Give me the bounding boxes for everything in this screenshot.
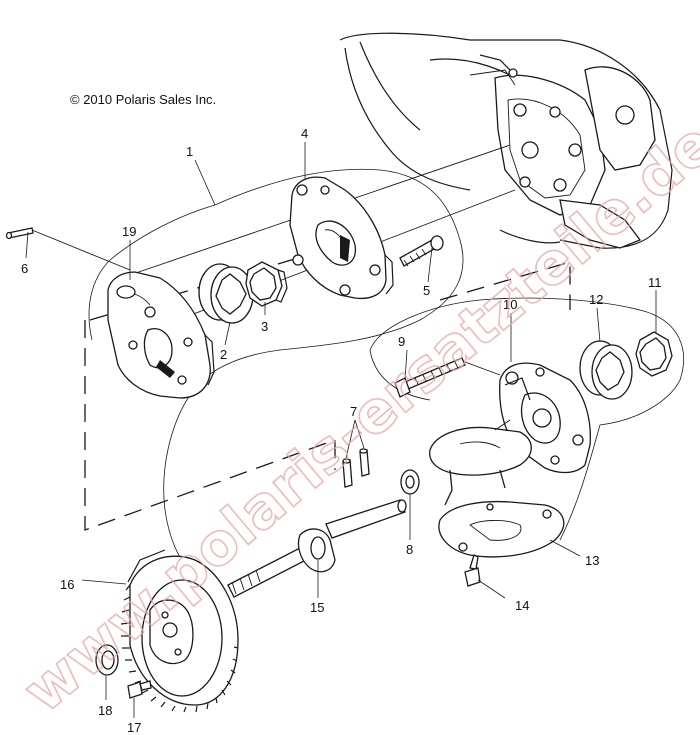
inner-rotor-3 [245,261,288,307]
label-1: 1 [186,144,193,159]
label-3: 3 [261,319,268,334]
copyright-text: © 2010 Polaris Sales Inc. [70,92,216,107]
bolt-9 [394,357,501,398]
pins-7 [342,448,370,488]
assembly-outline-1 [163,168,464,591]
label-17: 17 [127,720,141,735]
engine-case [339,32,673,249]
pickup-tube [429,419,532,506]
drive-shaft-15 [227,499,407,598]
outer-rotor-2 [198,263,254,324]
screw-17 [127,680,152,699]
label-4: 4 [301,126,308,141]
label-5: 5 [423,283,430,298]
label-15: 15 [310,600,324,615]
inner-rotor-11 [635,331,673,377]
dowel-pin-6 [5,227,131,271]
pickup-screen-13 [438,500,565,558]
screw-14 [464,554,481,587]
dashed-boundary-right [439,261,571,310]
label-8: 8 [406,542,413,557]
part-labels: 1 2 3 4 5 6 7 8 9 10 11 12 13 14 15 16 1… [21,126,662,735]
pump-plate-4 [289,176,394,300]
label-19: 19 [122,224,136,239]
dashed-boundary-left [84,320,336,531]
label-2: 2 [220,347,227,362]
label-7: 7 [350,404,357,419]
label-10: 10 [503,297,517,312]
washer-18 [95,644,119,676]
screw-5 [399,235,444,267]
assembly-outline-10b [369,349,431,401]
label-12: 12 [589,292,603,307]
label-6: 6 [21,261,28,276]
label-14: 14 [515,598,529,613]
drive-gear-16 [120,549,239,713]
outer-rotor-12 [579,340,633,400]
washer-8 [400,469,420,495]
label-16: 16 [60,577,74,592]
label-13: 13 [585,553,599,568]
label-9: 9 [398,334,405,349]
pump-body-19 [107,271,215,399]
leader-lines [25,142,657,718]
assembly-outline-10 [369,297,684,541]
assembly-outline-1b [88,204,216,341]
label-18: 18 [98,703,112,718]
label-11: 11 [648,275,662,290]
